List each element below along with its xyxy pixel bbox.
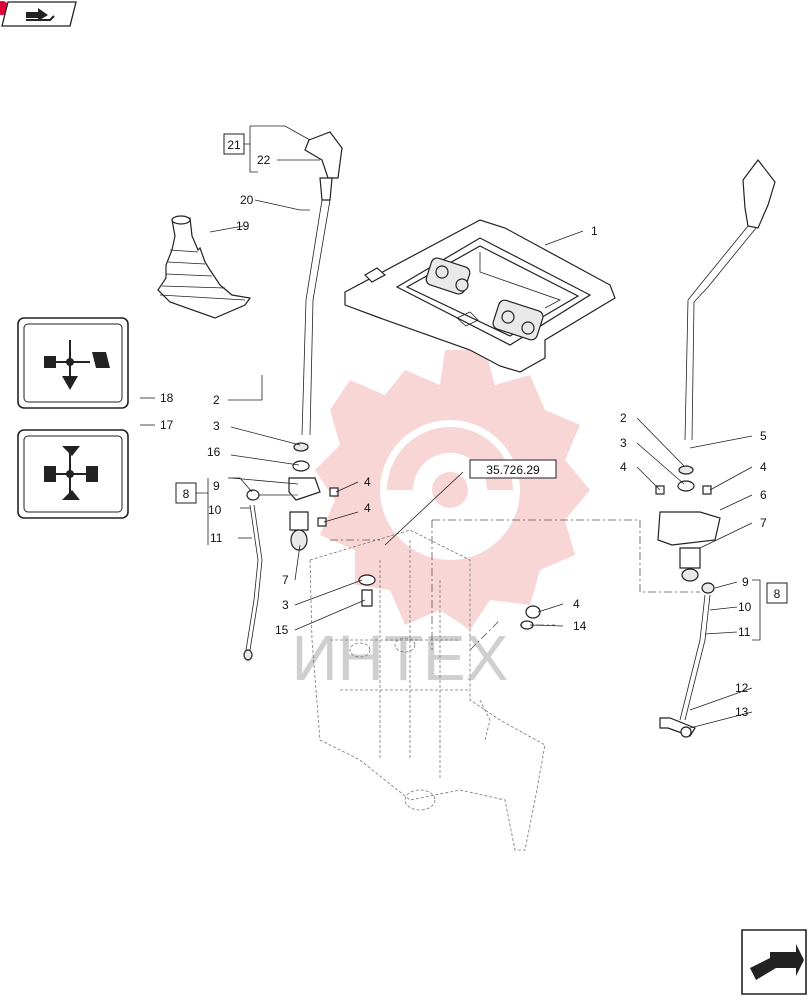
right-lever-hardware — [520, 465, 721, 738]
reference-box[interactable]: 35.726.29 — [469, 459, 557, 479]
callout-7: 7 — [282, 573, 289, 587]
callout-11: 11 — [738, 625, 751, 639]
right-lever — [684, 159, 776, 441]
svg-text:8: 8 — [183, 487, 190, 501]
callout-2: 2 — [620, 411, 627, 425]
callout-4: 4 — [364, 501, 371, 515]
decal-17 — [17, 429, 129, 519]
callout-17: 17 — [160, 418, 174, 432]
callout-9: 9 — [742, 575, 749, 589]
callout-12: 12 — [735, 681, 749, 695]
svg-text:21: 21 — [227, 138, 241, 152]
callout-3: 3 — [213, 419, 220, 433]
callout-11: 11 — [210, 531, 223, 545]
callout-5: 5 — [760, 429, 767, 443]
callout-3: 3 — [620, 436, 627, 450]
callout-4: 4 — [760, 460, 767, 474]
callout-22: 22 — [257, 153, 271, 167]
callout-3: 3 — [282, 598, 289, 612]
group-box-8-right[interactable]: 8 — [766, 582, 788, 604]
connection-line — [258, 494, 700, 651]
nav-next-page-icon[interactable] — [741, 929, 807, 995]
callout-18: 18 — [160, 391, 174, 405]
callout-9: 9 — [213, 479, 220, 493]
callout-4: 4 — [620, 460, 627, 474]
callout-16: 16 — [207, 445, 221, 459]
callout-6: 6 — [760, 488, 767, 502]
callout-7: 7 — [760, 516, 767, 530]
callout-2: 2 — [213, 393, 220, 407]
callout-20: 20 — [240, 193, 254, 207]
group-box-8-left[interactable]: 8 — [175, 478, 209, 545]
group-box-21[interactable]: 21 — [223, 126, 258, 173]
callout-10: 10 — [738, 600, 752, 614]
callout-4: 4 — [364, 475, 371, 489]
decal-18 — [17, 317, 129, 409]
nav-top-left-icon[interactable] — [0, 1, 77, 27]
callout-1: 1 — [591, 224, 598, 238]
callout-10: 10 — [208, 503, 222, 517]
left-lever-hardware — [243, 442, 376, 661]
left-lever — [301, 131, 343, 436]
callout-19: 19 — [236, 219, 250, 233]
callout-13: 13 — [735, 705, 749, 719]
callout-14: 14 — [573, 619, 587, 633]
floor-plate — [344, 219, 616, 373]
watermark-gear-icon — [315, 350, 590, 630]
callout-4: 4 — [573, 597, 580, 611]
reference-box-label[interactable]: 35.726.29 — [486, 463, 540, 477]
leader-lines — [140, 125, 761, 729]
rubber-boot — [157, 215, 252, 319]
callout-labels: 1 2 3 16 4 4 9 10 11 7 3 15 20 19 22 18 … — [160, 153, 767, 719]
watermark-text: ИНТЕХ — [292, 622, 509, 694]
phantom-frame — [309, 529, 546, 851]
svg-text:8: 8 — [774, 587, 781, 601]
callout-15: 15 — [275, 623, 289, 637]
